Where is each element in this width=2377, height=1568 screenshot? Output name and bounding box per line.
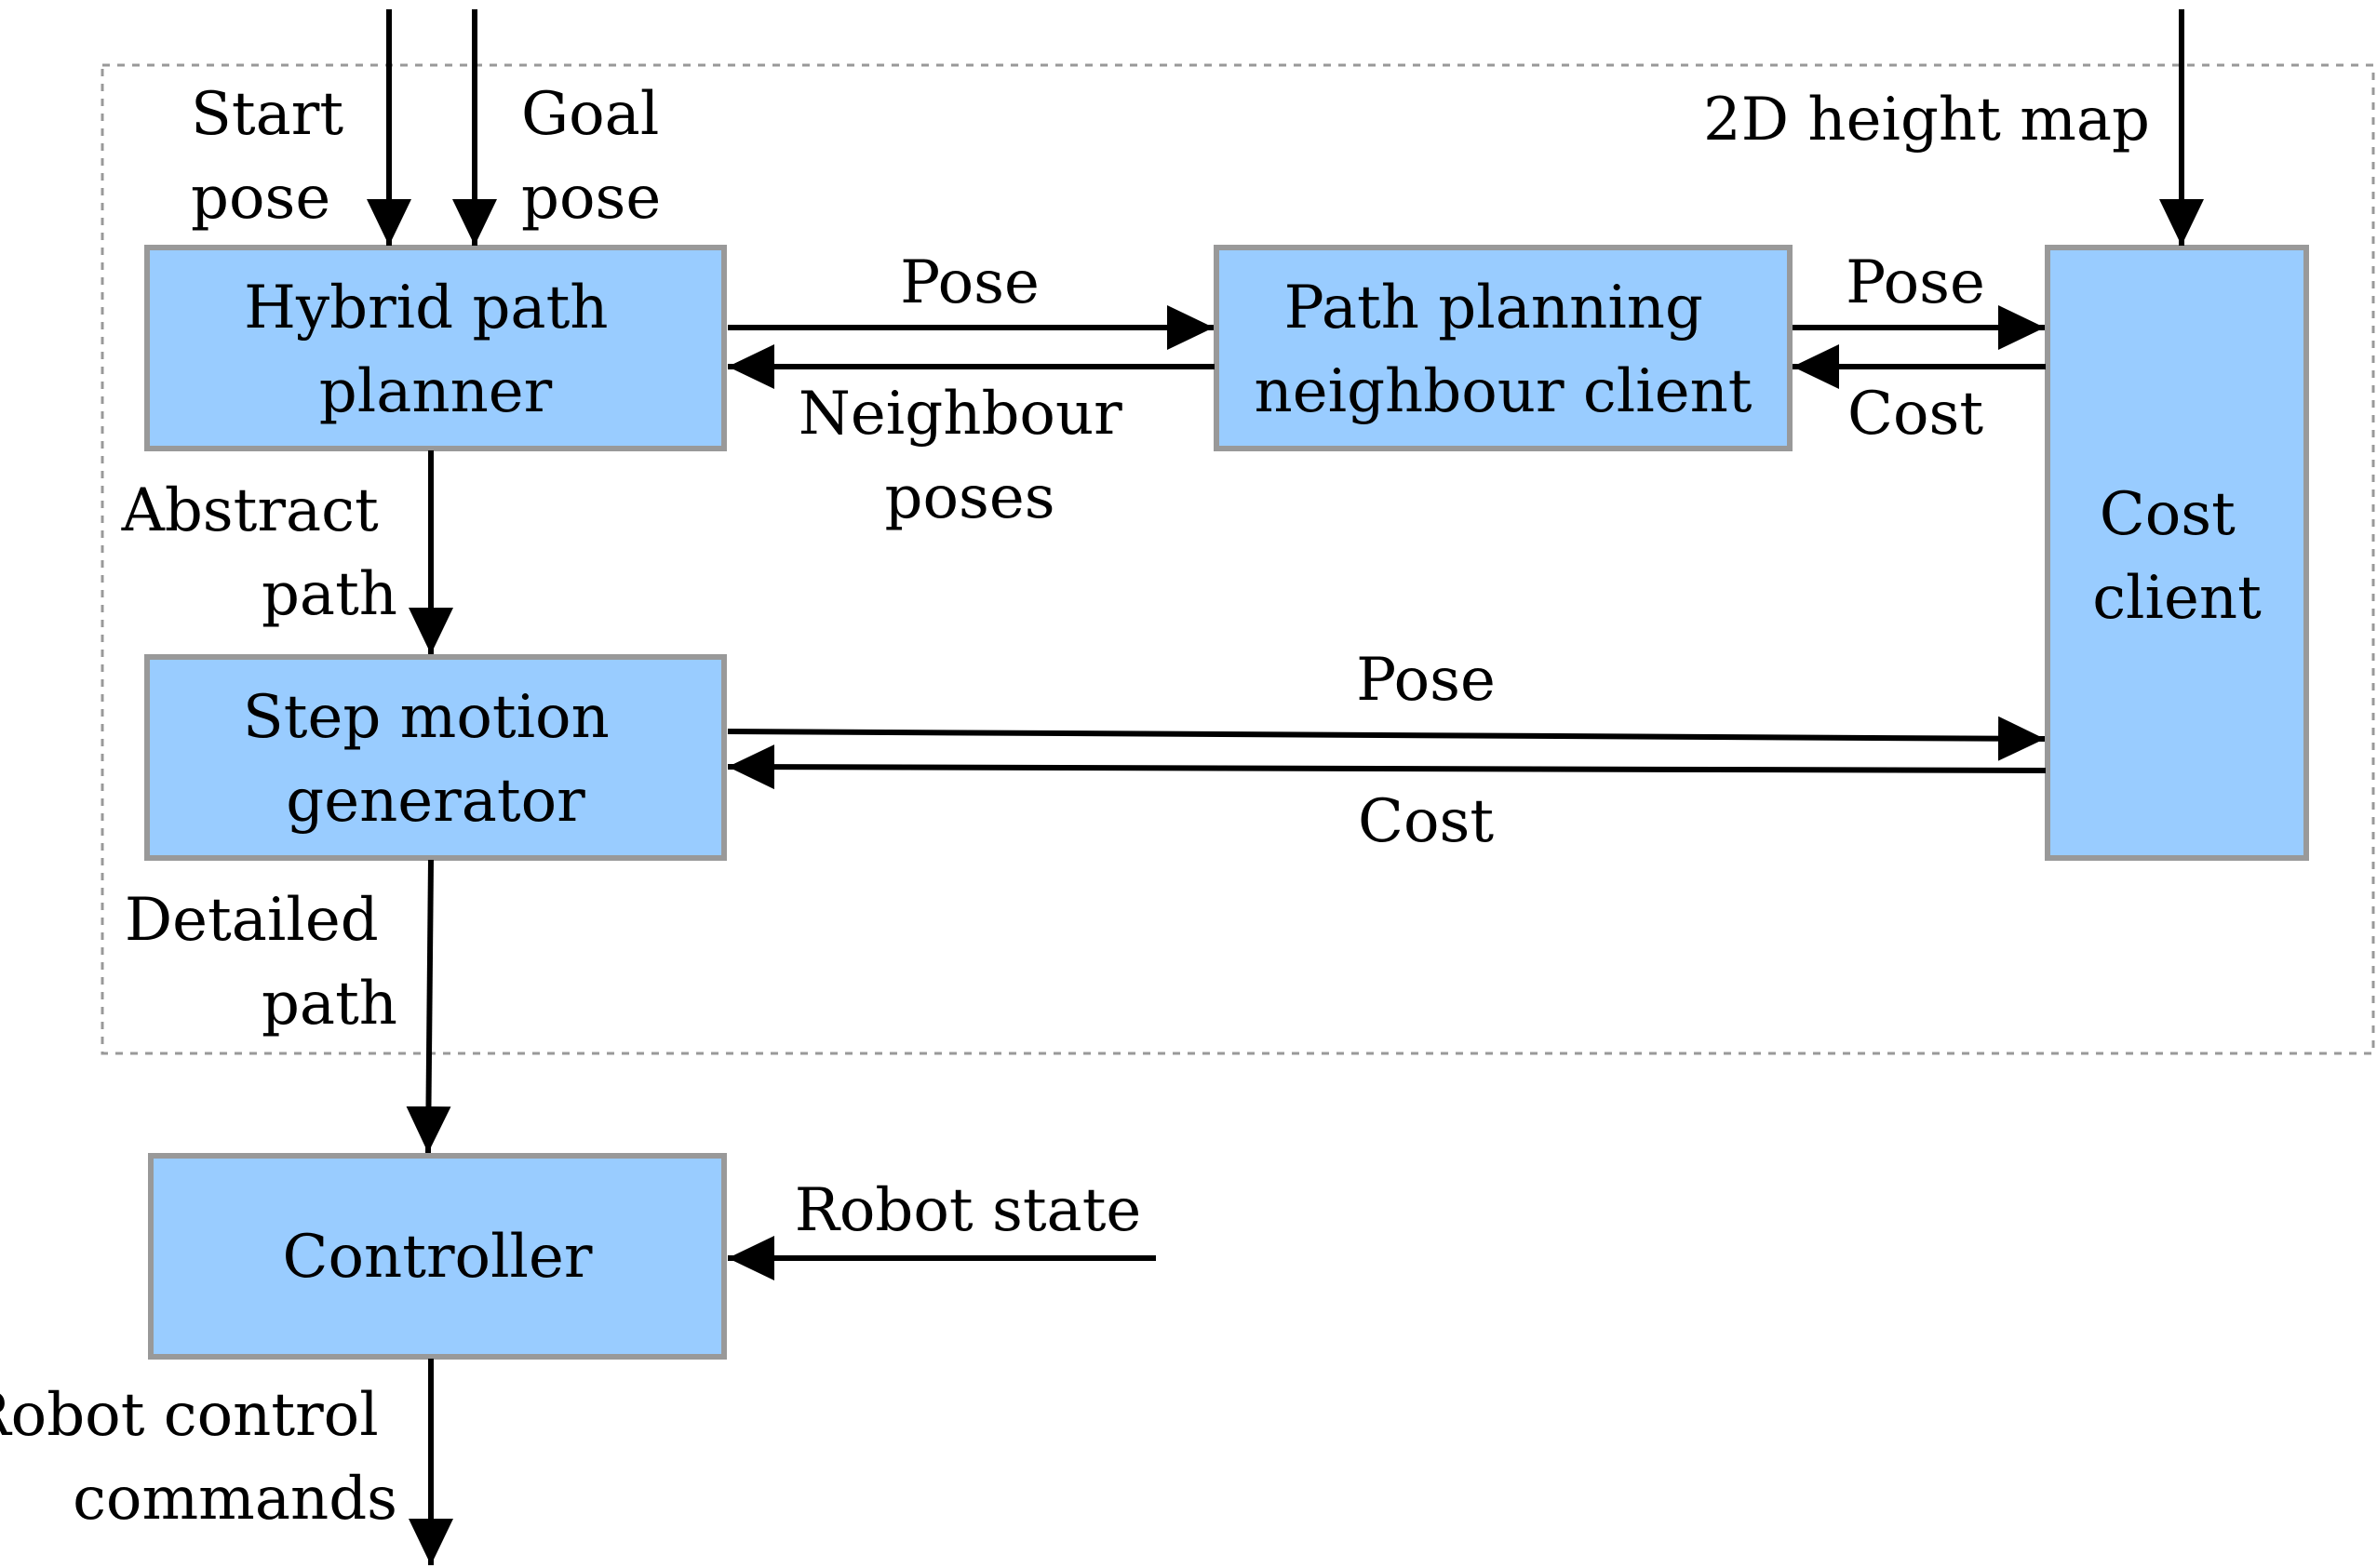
robot-commands-label: Robot control commands xyxy=(0,1381,397,1534)
cost-to-neighbour-cost-label: Cost xyxy=(1847,380,1983,449)
abstract-path-label: Abstract path xyxy=(121,476,397,629)
cost-client-block: Cost client xyxy=(2045,245,2309,861)
goal-pose-label: Goal pose xyxy=(521,80,678,233)
hybrid-path-planner-label: Hybrid path planner xyxy=(244,274,627,426)
cost-client-label: Cost client xyxy=(2092,480,2262,633)
neighbour-to-cost-pose-label: Pose xyxy=(1846,248,1985,317)
start-pose-label: Start pose xyxy=(191,80,362,233)
height-map-label: 2D height map xyxy=(1703,86,2150,154)
step-to-cost-pose-arrow xyxy=(727,716,2046,761)
neighbour-poses-label: Neighbour poses xyxy=(799,380,1141,532)
robot-state-label: Robot state xyxy=(795,1176,1142,1245)
controller-label: Controller xyxy=(283,1223,593,1292)
hybrid-path-planner-block: Hybrid path planner xyxy=(144,245,727,451)
controller-block: Controller xyxy=(148,1153,727,1360)
system-boundary xyxy=(101,63,2375,1055)
step-motion-generator-block: Step motion generator xyxy=(144,654,727,861)
step-to-cost-pose-label: Pose xyxy=(1356,646,1496,715)
detailed-path-label: Detailed path xyxy=(125,886,397,1039)
planner-to-neighbour-pose-label: Pose xyxy=(900,248,1040,317)
neighbour-client-block: Path planning neighbour client xyxy=(1214,245,1793,451)
cost-to-step-cost-label: Cost xyxy=(1358,787,1494,856)
cost-to-step-cost-arrow xyxy=(727,744,2047,790)
neighbour-client-label: Path planning neighbour client xyxy=(1255,274,1753,426)
detailed-path-arrow xyxy=(406,859,451,1154)
step-motion-generator-label: Step motion generator xyxy=(243,683,628,836)
